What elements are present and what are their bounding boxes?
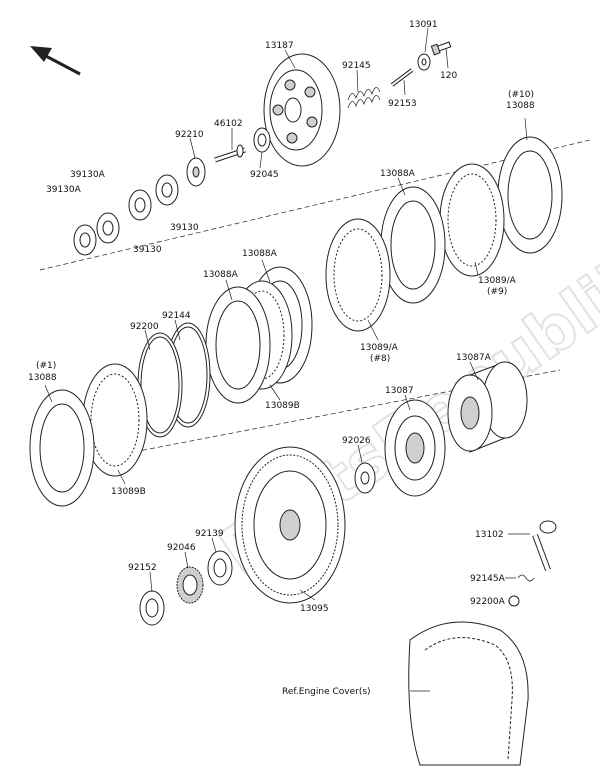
washer-92026: [354, 462, 376, 494]
label-9-tag: (#9): [487, 287, 507, 297]
label-92045: 92045: [250, 170, 279, 180]
label-13088A-upper: 13088A: [380, 169, 416, 179]
bearing-92045: [253, 127, 271, 153]
nut-92210: [186, 157, 206, 187]
spring-92145A: [517, 574, 535, 582]
label-13095: 13095: [300, 604, 329, 614]
label-13089A-9: 13089/A: [478, 276, 517, 286]
label-92046: 92046: [167, 543, 196, 553]
label-39130-a: 39130: [133, 245, 162, 255]
pressure-plate-13187: [263, 53, 341, 167]
label-92152: 92152: [128, 563, 157, 573]
label-46102: 46102: [214, 119, 243, 129]
steel-plate-13089B-left: [82, 363, 148, 477]
label-92144: 92144: [162, 311, 191, 321]
washer-39130A-b: [96, 212, 120, 244]
friction-plate-13088-top: [497, 136, 563, 254]
label-13089A-8: 13089/A: [360, 343, 399, 353]
label-92145A: 92145A: [470, 574, 506, 584]
label-92145: 92145: [342, 61, 371, 71]
direction-arrow-icon: [30, 46, 81, 76]
label-92026: 92026: [342, 436, 371, 446]
label-13102: 13102: [475, 530, 504, 540]
washer-39130-b: [155, 174, 179, 206]
collar-92139: [207, 550, 233, 586]
label-10-tag: (#10): [508, 90, 534, 100]
clutch-housing-13095: [234, 446, 346, 604]
spring-92145: [347, 87, 381, 109]
label-92210: 92210: [175, 130, 204, 140]
ring-92200: [137, 332, 183, 438]
label-1-tag: (#1): [36, 361, 56, 371]
bushing-92152: [139, 590, 165, 626]
washer-39130-a: [128, 189, 152, 221]
label-92200: 92200: [130, 322, 159, 332]
label-ref-engine-cover: Ref.Engine Cover(s): [282, 687, 371, 697]
label-39130-b: 39130: [170, 223, 199, 233]
steel-plate-13089A-8: [325, 218, 391, 332]
axis-line-upper: [39, 139, 591, 271]
label-13088-top: 13088: [506, 101, 535, 111]
label-13088A-mid-b: 13088A: [242, 249, 278, 259]
engine-cover-ref: [408, 621, 529, 766]
friction-plate-13088A-mid-b: [205, 286, 271, 404]
label-92139: 92139: [195, 529, 224, 539]
label-13088A-mid-a: 13088A: [203, 270, 239, 280]
label-39130A-b: 39130A: [70, 170, 106, 180]
label-8-tag: (#8): [370, 354, 390, 364]
clutch-hub-13087A: [447, 361, 528, 453]
washer-120: [417, 53, 431, 71]
pin-92153: [390, 68, 414, 87]
steel-plate-13089A-9: [439, 163, 505, 277]
bolt-13091: [430, 41, 452, 56]
label-92200A: 92200A: [470, 597, 506, 607]
label-39130A-a: 39130A: [46, 185, 82, 195]
friction-plate-13088-left: [29, 389, 95, 507]
leader-lines: [44, 27, 530, 692]
plate-13087: [384, 399, 446, 497]
label-120: 120: [440, 71, 457, 81]
label-13087: 13087: [385, 386, 414, 396]
lever-13102: [532, 520, 557, 572]
washer-39130A-a: [73, 224, 97, 256]
label-92153: 92153: [388, 99, 417, 109]
label-13088-left: 13088: [28, 373, 57, 383]
label-13091: 13091: [409, 20, 438, 30]
friction-plate-13088A-upper: [380, 186, 446, 304]
needle-bearing-92046: [176, 566, 204, 604]
label-13089B-mid: 13089B: [265, 401, 300, 411]
label-13089B-left: 13089B: [111, 487, 146, 497]
label-13087A: 13087A: [456, 353, 492, 363]
rod-46102: [214, 144, 246, 163]
label-13187: 13187: [265, 41, 294, 51]
ring-92200A: [508, 595, 520, 607]
